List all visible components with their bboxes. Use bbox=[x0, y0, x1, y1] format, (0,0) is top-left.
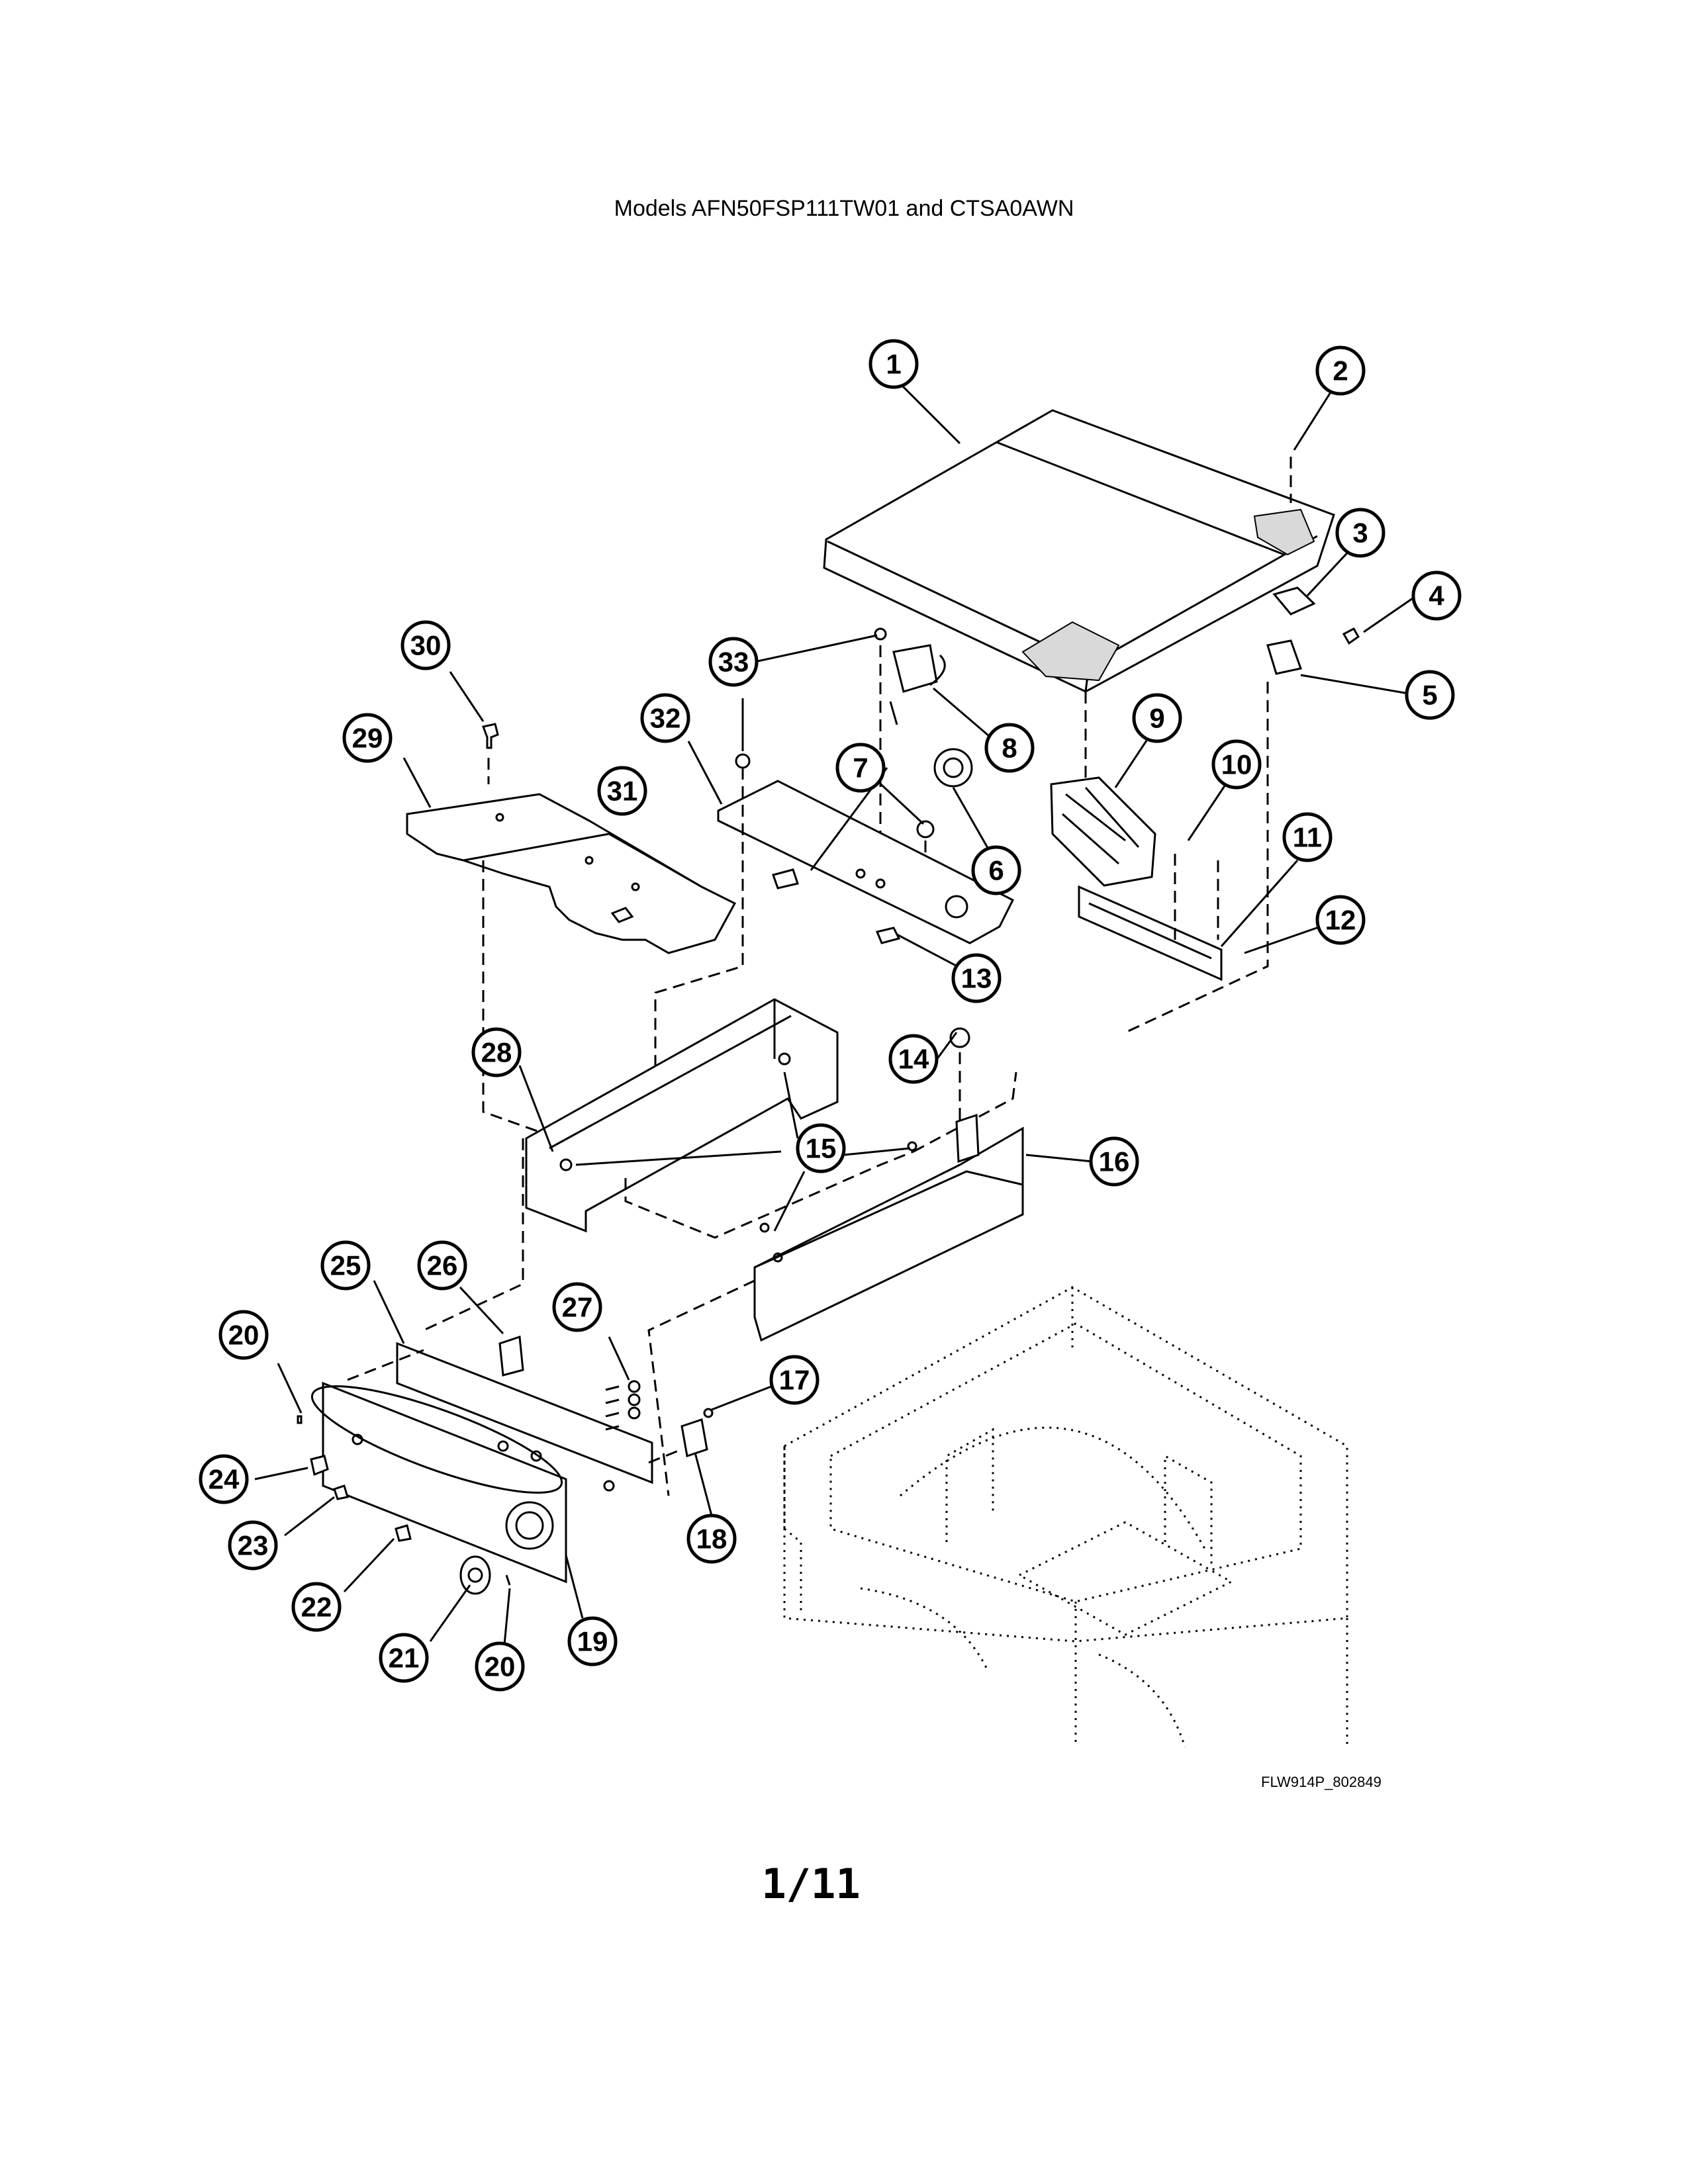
svg-text:10: 10 bbox=[1221, 749, 1252, 780]
callout-8: 8 bbox=[984, 723, 1035, 773]
control-panel-bracket bbox=[717, 780, 1015, 944]
svg-text:31: 31 bbox=[607, 776, 638, 807]
svg-text:13: 13 bbox=[961, 963, 992, 994]
callout-2: 2 bbox=[1315, 345, 1366, 396]
svg-text:19: 19 bbox=[577, 1626, 608, 1657]
svg-text:18: 18 bbox=[696, 1524, 727, 1555]
page-title: Models AFN50FSP111TW01 and CTSA0AWN bbox=[614, 196, 1074, 221]
callout-20-upper: 20 bbox=[218, 1310, 269, 1360]
callout-27: 27 bbox=[552, 1282, 602, 1332]
svg-text:3: 3 bbox=[1352, 518, 1368, 549]
callout-10: 10 bbox=[1211, 739, 1262, 790]
svg-text:25: 25 bbox=[330, 1250, 361, 1281]
svg-text:17: 17 bbox=[779, 1365, 810, 1396]
callout-24: 24 bbox=[199, 1454, 249, 1504]
svg-text:7: 7 bbox=[853, 752, 868, 784]
svg-text:28: 28 bbox=[481, 1037, 512, 1068]
callout-31: 31 bbox=[597, 766, 647, 816]
callout-15: 15 bbox=[796, 1123, 846, 1173]
svg-text:4: 4 bbox=[1429, 580, 1444, 612]
svg-text:9: 9 bbox=[1149, 703, 1164, 734]
callout-1: 1 bbox=[868, 339, 919, 389]
callout-16: 16 bbox=[1089, 1136, 1139, 1187]
console-plate bbox=[406, 723, 744, 1166]
svg-text:6: 6 bbox=[988, 855, 1004, 886]
svg-text:23: 23 bbox=[238, 1530, 269, 1561]
callout-33: 33 bbox=[708, 637, 759, 687]
callout-19: 19 bbox=[567, 1616, 618, 1666]
svg-text:1: 1 bbox=[886, 349, 901, 380]
svg-text:8: 8 bbox=[1002, 733, 1017, 764]
svg-text:33: 33 bbox=[718, 647, 749, 678]
callout-25: 25 bbox=[320, 1240, 371, 1291]
svg-text:20: 20 bbox=[485, 1651, 516, 1682]
page-number: 1/11 bbox=[761, 1860, 861, 1908]
callout-7: 7 bbox=[835, 743, 886, 793]
callout-6: 6 bbox=[971, 845, 1021, 895]
front-control-panel bbox=[297, 1342, 653, 1584]
callout-18: 18 bbox=[686, 1514, 737, 1564]
control-board bbox=[1050, 776, 1223, 981]
callout-22: 22 bbox=[291, 1582, 342, 1632]
svg-text:32: 32 bbox=[650, 703, 681, 734]
svg-text:14: 14 bbox=[898, 1044, 929, 1075]
callout-17: 17 bbox=[769, 1355, 820, 1405]
callout-30: 30 bbox=[400, 620, 451, 670]
top-cover bbox=[823, 409, 1335, 693]
drawing-code: FLW914P_802849 bbox=[1261, 1774, 1382, 1790]
callout-13: 13 bbox=[951, 953, 1002, 1003]
callout-5: 5 bbox=[1405, 670, 1455, 720]
svg-text:5: 5 bbox=[1422, 680, 1437, 711]
timer-parts bbox=[735, 627, 973, 887]
callout-9: 9 bbox=[1132, 693, 1182, 743]
callout-20-lower: 20 bbox=[475, 1641, 525, 1692]
callouts: 1 2 3 4 5 6 7 8 9 10 11 12 13 14 15 16 1… bbox=[199, 339, 1462, 1692]
callout-29: 29 bbox=[342, 713, 393, 763]
callout-21: 21 bbox=[379, 1633, 429, 1683]
svg-text:21: 21 bbox=[389, 1643, 420, 1674]
svg-text:16: 16 bbox=[1099, 1146, 1130, 1177]
svg-text:22: 22 bbox=[301, 1592, 332, 1623]
callout-26: 26 bbox=[417, 1240, 467, 1291]
callout-11: 11 bbox=[1282, 812, 1333, 862]
front-rail bbox=[647, 1113, 1024, 1496]
svg-text:20: 20 bbox=[228, 1320, 259, 1351]
svg-text:30: 30 bbox=[410, 630, 442, 661]
callout-14: 14 bbox=[888, 1034, 939, 1084]
svg-text:15: 15 bbox=[806, 1133, 837, 1164]
callout-32: 32 bbox=[640, 693, 690, 743]
callout-12: 12 bbox=[1315, 895, 1366, 945]
callout-28: 28 bbox=[471, 1027, 522, 1077]
svg-text:12: 12 bbox=[1325, 905, 1356, 936]
svg-text:2: 2 bbox=[1333, 355, 1348, 387]
leader-lines bbox=[254, 376, 1417, 1645]
svg-text:27: 27 bbox=[562, 1292, 593, 1323]
svg-text:29: 29 bbox=[352, 723, 383, 754]
callout-4: 4 bbox=[1411, 570, 1462, 621]
cabinet-outline bbox=[783, 1286, 1348, 1748]
knobs-and-switches bbox=[310, 1335, 714, 1595]
svg-text:26: 26 bbox=[427, 1250, 458, 1281]
svg-text:11: 11 bbox=[1293, 822, 1322, 853]
callout-3: 3 bbox=[1335, 508, 1385, 558]
callout-23: 23 bbox=[228, 1520, 278, 1570]
svg-text:24: 24 bbox=[209, 1464, 240, 1495]
